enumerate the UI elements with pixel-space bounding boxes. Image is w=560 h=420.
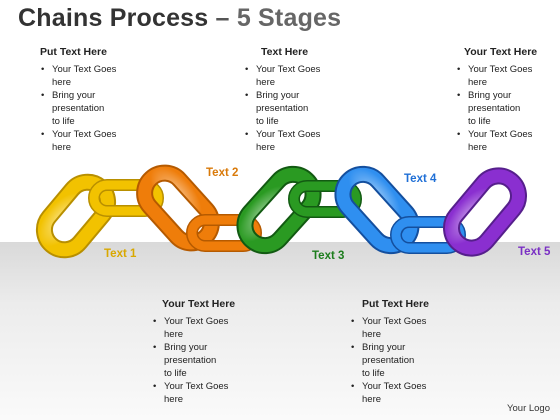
block-heading: Put Text Here (40, 46, 107, 58)
chain-link-stage-3 (236, 165, 322, 255)
title-main: Chains Process (18, 4, 209, 32)
chain-connector-3-4 (288, 180, 362, 218)
stage-label-2: Text 2 (206, 167, 239, 179)
stage-label-3: Text 3 (312, 250, 345, 262)
title-separator: – (215, 4, 230, 32)
chain-connector-1-2 (88, 179, 164, 217)
stage-label-4: Text 4 (404, 173, 437, 185)
block-heading: Your Text Here (464, 46, 538, 58)
stage-label-5: Text 5 (518, 246, 551, 258)
block-heading: Put Text Here (362, 298, 429, 310)
block-heading: Text Here (261, 46, 309, 58)
page-title: Chains Process – 5 Stages (18, 4, 341, 33)
chain-link-stage-2 (136, 164, 220, 252)
chain-link-stage-5 (443, 167, 527, 257)
title-subtitle: 5 Stages (236, 4, 342, 32)
logo-text: Your Logo (507, 403, 550, 414)
stage-label-1: Text 1 (104, 248, 137, 260)
block-heading: Your Text Here (162, 298, 236, 310)
